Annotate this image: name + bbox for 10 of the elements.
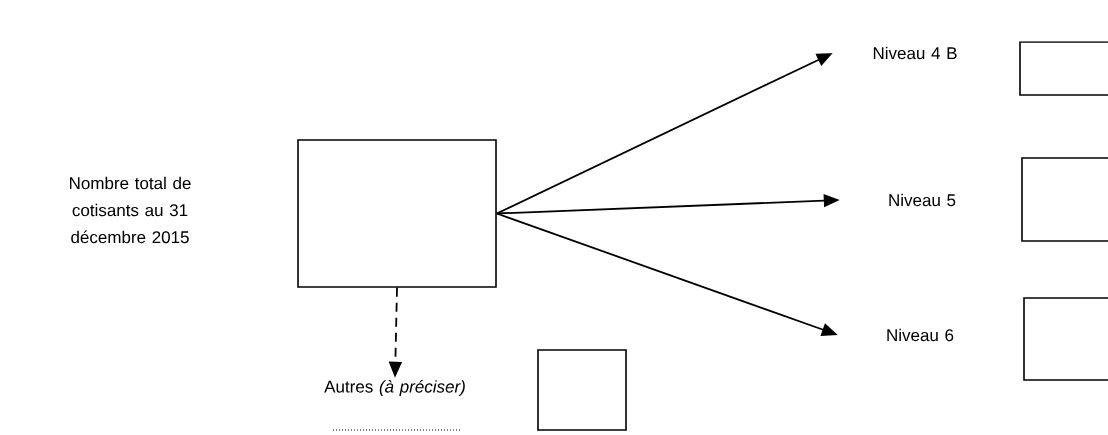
answer-box: [1019, 41, 1108, 96]
answer-box: [297, 139, 497, 288]
node-label: Nombre total de cotisants au 31 décembre 2015: [70, 176, 191, 244]
node-label: Niveau 5: [889, 193, 956, 207]
node-label: Niveau 4 B: [873, 46, 957, 60]
answer-box: [537, 349, 627, 431]
answer-box: [1023, 297, 1108, 381]
node-label: Niveau 6: [887, 328, 954, 342]
node-label: Autres (à préciser): [324, 379, 465, 396]
answer-box: [1021, 157, 1108, 242]
